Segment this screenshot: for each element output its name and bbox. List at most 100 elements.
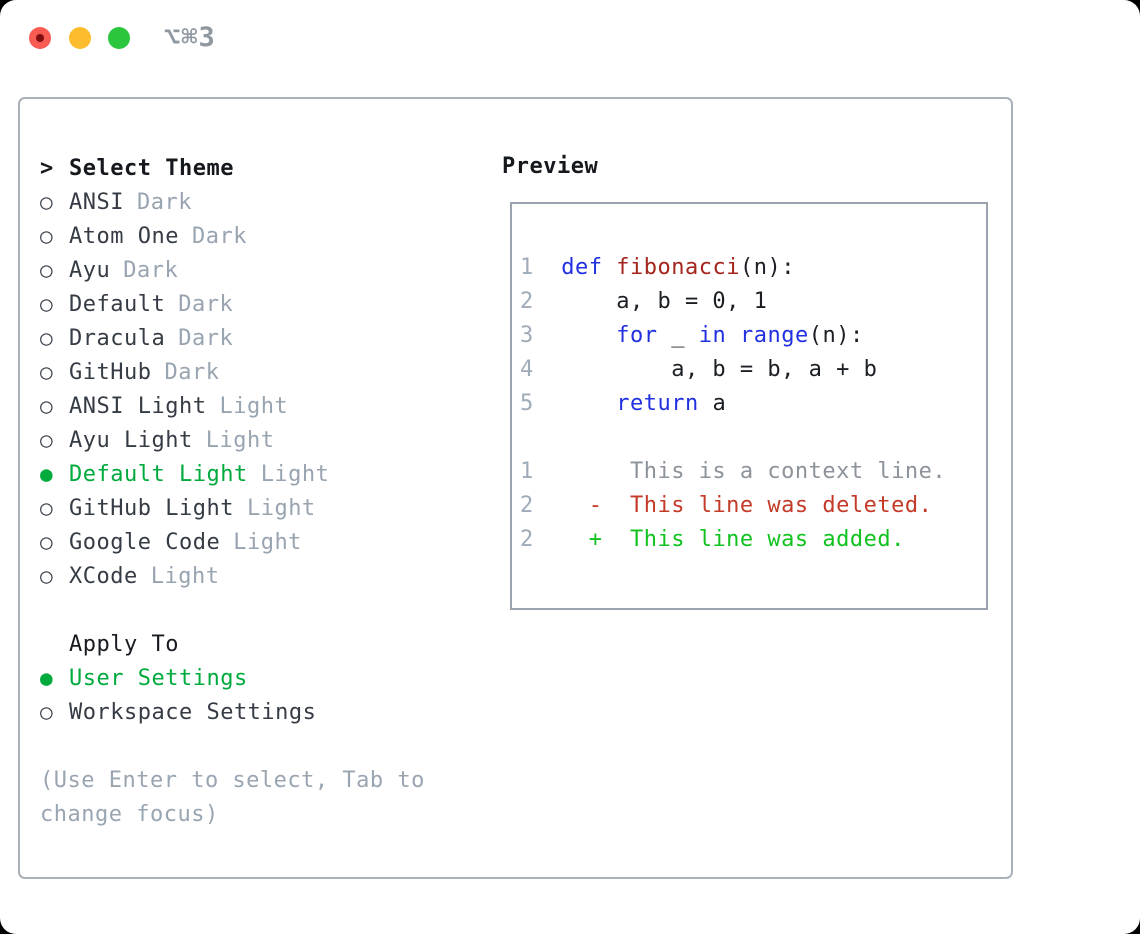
code-token-kw: in xyxy=(698,323,727,348)
theme-name: Ayu Light xyxy=(69,427,193,453)
code-token-num: 1 xyxy=(520,459,534,484)
hint-text: change focus) xyxy=(40,797,480,831)
preview-line: 4 a, b = b, a + b xyxy=(520,353,986,387)
theme-name: XCode xyxy=(69,563,138,589)
theme-variant-label: Dark xyxy=(136,189,192,215)
code-token-plain xyxy=(534,255,562,280)
theme-variant-label: Dark xyxy=(178,291,234,317)
code-token-plain xyxy=(726,323,740,348)
apply-option-label: User Settings xyxy=(69,665,248,691)
theme-variant-label: Dark xyxy=(191,223,247,249)
select-theme-header: >Select Theme xyxy=(40,151,480,185)
theme-option-github-dark[interactable]: ○ GitHub Dark xyxy=(40,355,480,389)
radio-icon: ○ xyxy=(40,564,54,588)
preview-line: 1 This is a context line. xyxy=(520,455,986,489)
preview-line: 1 def fibonacci(n): xyxy=(520,251,986,285)
radio-icon: ○ xyxy=(40,530,54,554)
radio-icon: ○ xyxy=(40,428,54,452)
code-token-plain: _ xyxy=(657,323,699,348)
code-token-plain xyxy=(603,255,617,280)
theme-name: ANSI xyxy=(69,189,124,215)
preview-line: 2 + This line was added. xyxy=(520,523,986,557)
code-token-ctx: This is a context line. xyxy=(533,459,947,484)
code-token-plain: a, b = b, a + b xyxy=(533,357,878,382)
code-token-kw: def xyxy=(561,255,603,280)
theme-option-atom-one-dark[interactable]: ○ Atom One Dark xyxy=(40,219,480,253)
code-token-num: 1 xyxy=(520,255,534,280)
code-token-add: + This line was added. xyxy=(588,527,905,552)
theme-variant-label: Light xyxy=(246,495,316,521)
radio-selected-icon: ● xyxy=(40,462,54,486)
focus-cursor-icon: > xyxy=(40,155,54,181)
radio-icon: ○ xyxy=(40,258,54,282)
preview-line xyxy=(520,421,986,455)
apply-option-user-settings[interactable]: ● User Settings xyxy=(40,661,480,695)
theme-option-ayu-dark[interactable]: ○ Ayu Dark xyxy=(40,253,480,287)
theme-variant-label: Light xyxy=(219,393,289,419)
theme-variant-label: Dark xyxy=(178,325,234,351)
theme-option-xcode-light[interactable]: ○ XCode Light xyxy=(40,559,480,593)
code-token-num: 3 xyxy=(520,323,534,348)
code-token-kw: for xyxy=(616,323,658,348)
code-token-kw: return xyxy=(616,391,699,416)
code-token-plain xyxy=(534,527,589,552)
apply-option-workspace-settings[interactable]: ○Workspace Settings xyxy=(40,695,480,729)
theme-variant-label: Light xyxy=(150,563,220,589)
preview-line: 5 return a xyxy=(520,387,986,421)
code-token-plain: a xyxy=(698,391,727,416)
preview-line: 2 - This line was deleted. xyxy=(520,489,986,523)
close-button[interactable] xyxy=(29,27,51,49)
radio-icon: ○ xyxy=(40,496,54,520)
title-bar: ⌥⌘3 xyxy=(0,0,1140,76)
code-token-plain: a, b = 0, 1 xyxy=(533,289,768,314)
theme-variant-label: Light xyxy=(260,461,330,487)
minimize-button[interactable] xyxy=(69,27,91,49)
radio-icon: ○ xyxy=(40,190,54,214)
radio-icon: ○ xyxy=(40,360,54,384)
theme-name: Atom One xyxy=(69,223,179,249)
theme-name: Default Light xyxy=(69,461,248,487)
theme-option-google-code-light[interactable]: ○ Google Code Light xyxy=(40,525,480,559)
apply-to-title: Apply To xyxy=(69,631,179,657)
code-token-plain xyxy=(534,391,616,416)
theme-variant-label: Dark xyxy=(123,257,179,283)
spacer-row xyxy=(40,729,480,763)
theme-name: GitHub Light xyxy=(69,495,234,521)
code-token-kw: range xyxy=(739,323,809,348)
code-token-num: 5 xyxy=(520,391,534,416)
preview-line: 2 a, b = 0, 1 xyxy=(520,285,986,319)
radio-icon: ○ xyxy=(40,224,54,248)
code-token-fn: fibonacci xyxy=(616,255,740,280)
preview-heading: Preview xyxy=(502,154,599,179)
theme-name: Default xyxy=(69,291,166,317)
radio-icon: ○ xyxy=(40,700,54,724)
window-shortcut-label: ⌥⌘3 xyxy=(164,22,216,53)
radio-selected-icon: ● xyxy=(40,666,54,690)
hint-line: (Use Enter to select, Tab to xyxy=(40,767,425,793)
code-token-plain xyxy=(534,493,589,518)
theme-variant-label: Dark xyxy=(164,359,220,385)
zoom-button[interactable] xyxy=(108,27,130,49)
theme-option-dracula-dark[interactable]: ○ Dracula Dark xyxy=(40,321,480,355)
theme-variant-label: Light xyxy=(205,427,275,453)
apply-to-header: Apply To xyxy=(40,627,480,661)
radio-icon: ○ xyxy=(40,394,54,418)
theme-name: Dracula xyxy=(69,325,166,351)
theme-name: Ayu xyxy=(69,257,111,283)
radio-icon: ○ xyxy=(40,326,54,350)
code-token-num: 2 xyxy=(520,527,534,552)
theme-option-ansi-dark[interactable]: ○ ANSI Dark xyxy=(40,185,480,219)
theme-variant-label: Light xyxy=(233,529,302,555)
theme-option-ayu-light-light[interactable]: ○ Ayu Light Light xyxy=(40,423,480,457)
theme-name: GitHub xyxy=(69,359,152,385)
theme-option-default-light-light[interactable]: ● Default Light Light xyxy=(40,457,480,491)
theme-name: Google Code xyxy=(69,529,221,555)
theme-option-github-light-light[interactable]: ○ GitHub Light Light xyxy=(40,491,480,525)
unsaved-indicator-dot xyxy=(36,34,44,42)
